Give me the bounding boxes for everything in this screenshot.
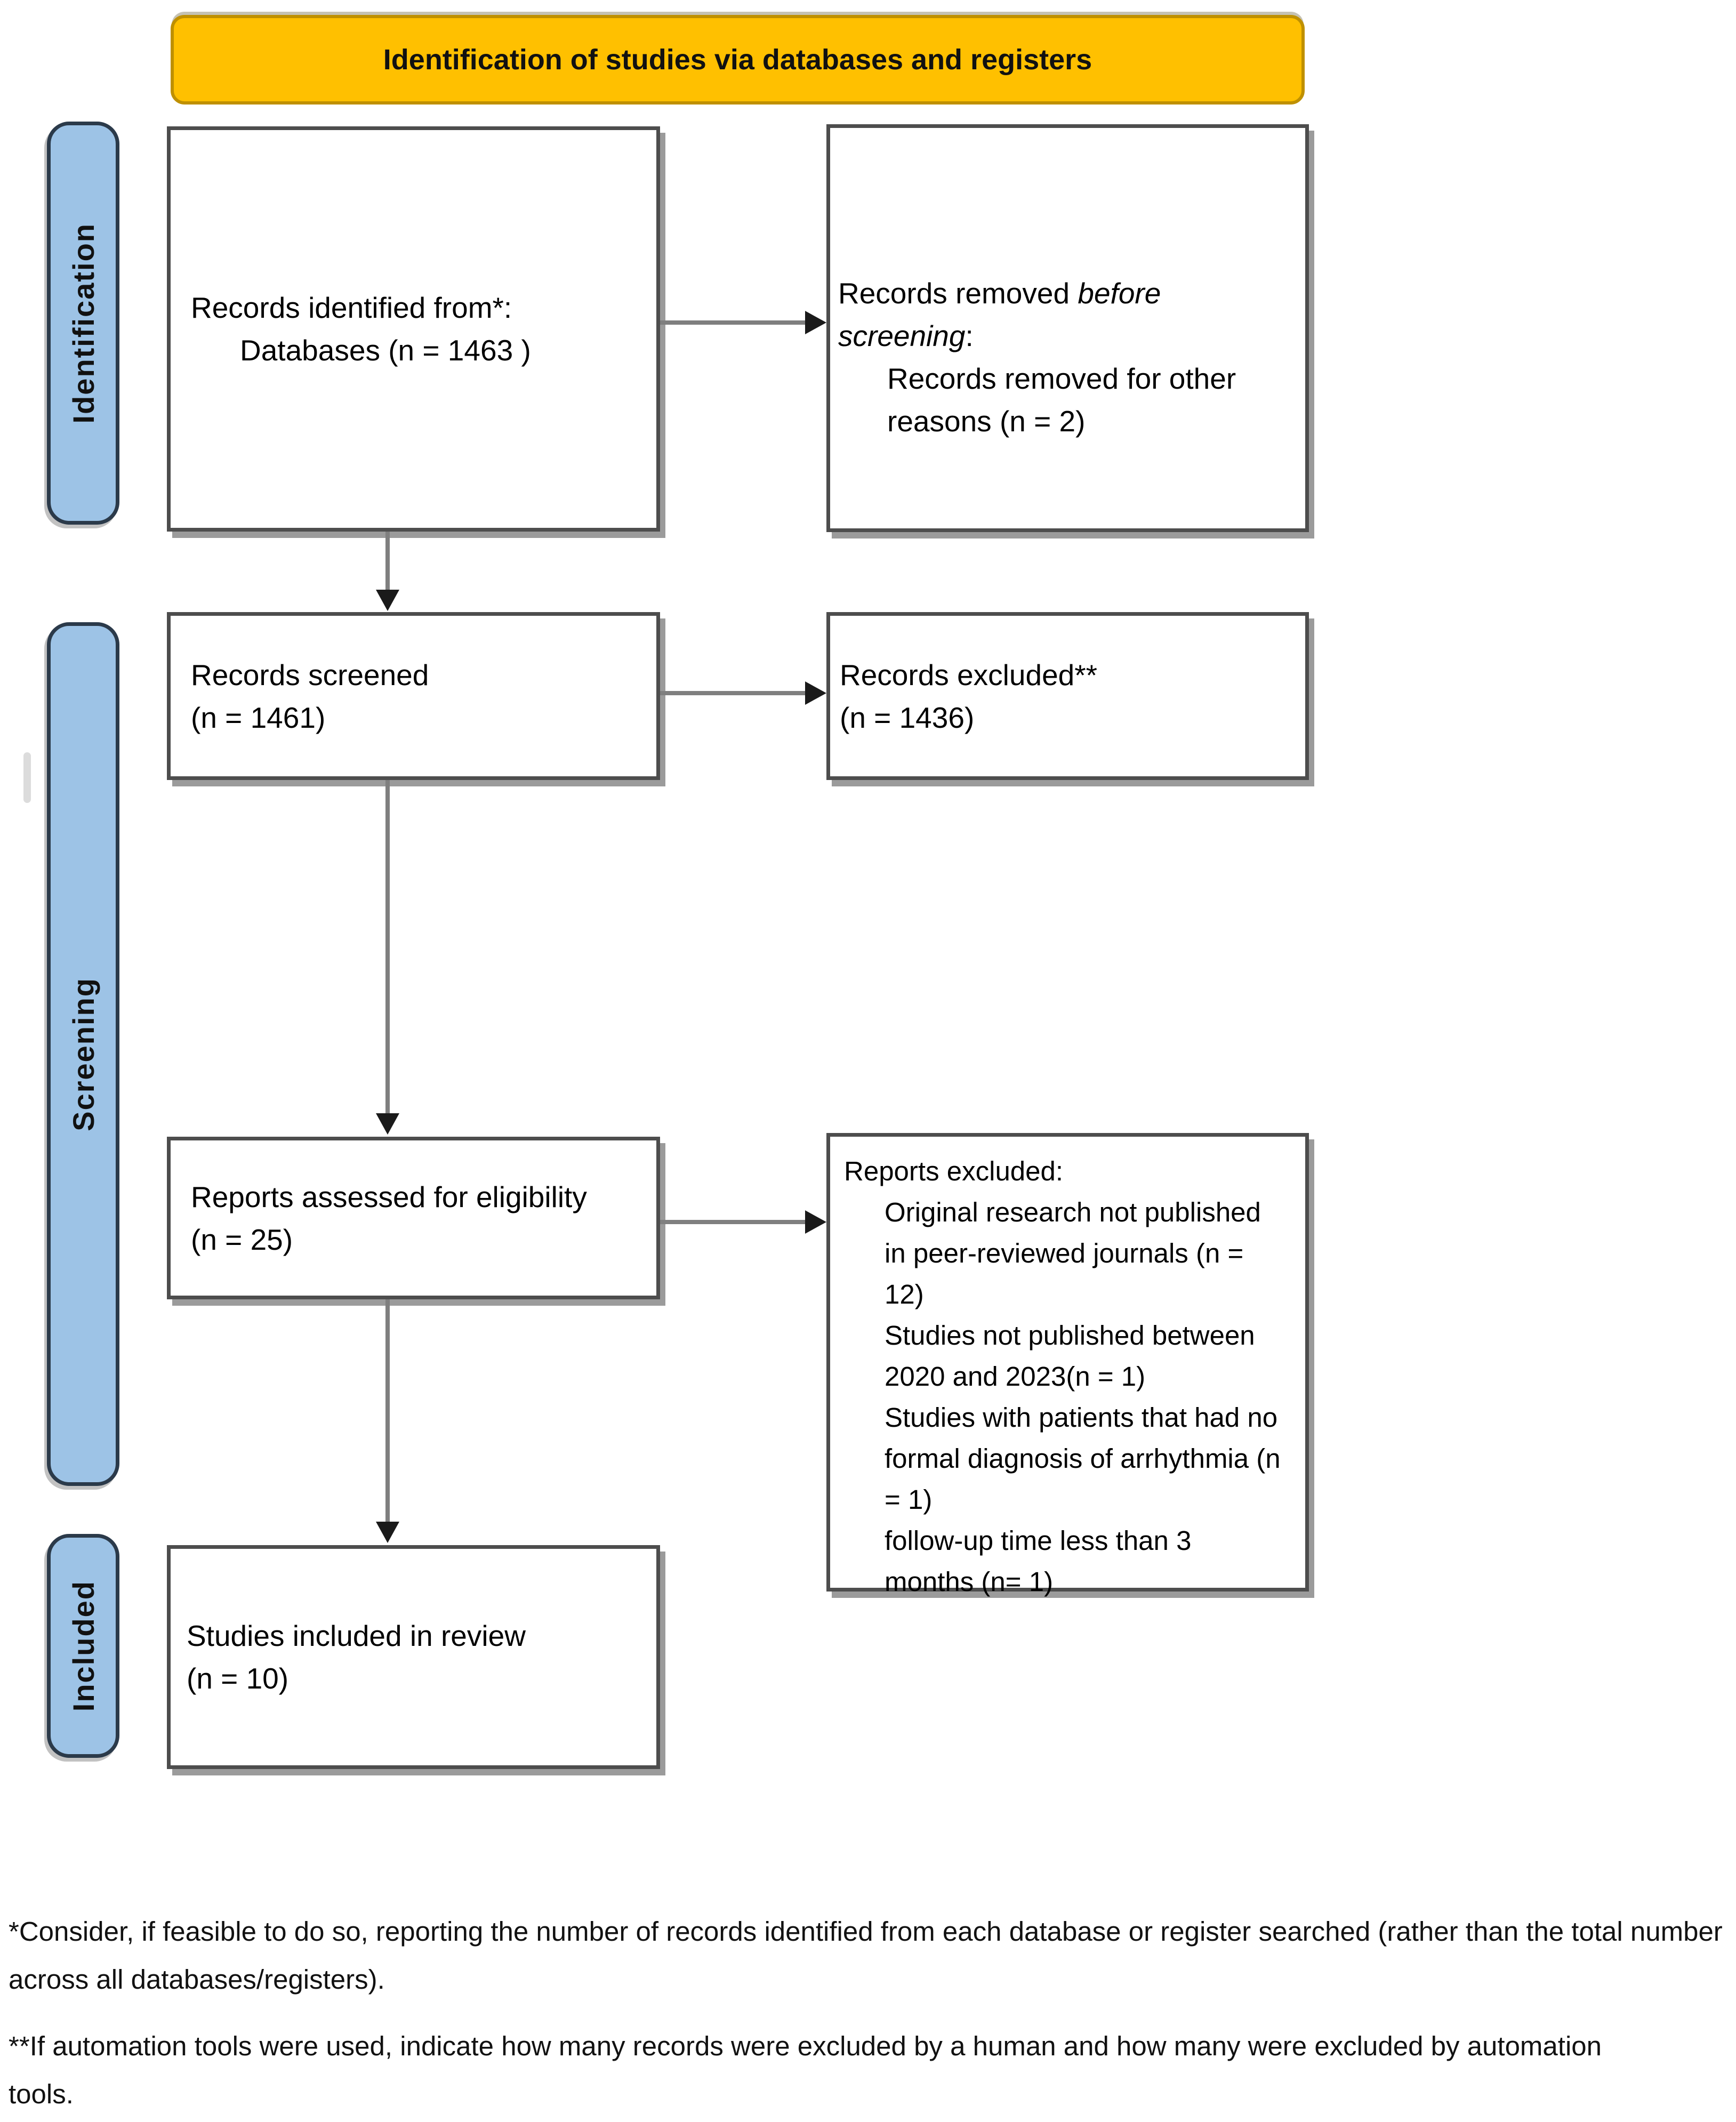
reports-assessed-text: Reports assessed for eligibility xyxy=(191,1180,587,1213)
records-screened-text: Records screened xyxy=(191,658,429,692)
arrow-line xyxy=(385,780,390,1115)
reports-excluded-reason-line: formal diagnosis of arrhythmia (n xyxy=(885,1443,1281,1474)
stage-included-label: Included xyxy=(66,1580,100,1712)
arrow-head-icon xyxy=(376,590,399,611)
records-removed-reason-count: reasons (n = 2) xyxy=(887,405,1086,438)
arrow-line xyxy=(660,691,807,695)
box-records-removed: Records removed before screening: Record… xyxy=(826,124,1309,532)
reports-assessed-count: (n = 25) xyxy=(191,1223,293,1256)
reports-excluded-reason-line: months (n= 1) xyxy=(885,1566,1054,1597)
reports-excluded-reason-line: = 1) xyxy=(885,1484,933,1515)
box-reports-assessed: Reports assessed for eligibility (n = 25… xyxy=(167,1137,660,1299)
footnote-automation: **If automation tools were used, indicat… xyxy=(9,2031,1602,2109)
arrow-head-icon xyxy=(805,681,826,705)
stage-included: Included xyxy=(47,1534,119,1758)
arrow-line xyxy=(385,532,390,593)
arrow-line xyxy=(385,1299,390,1524)
records-removed-text-line2: screening: xyxy=(838,319,974,352)
reports-excluded-reason-line: Original research not published xyxy=(885,1197,1261,1227)
records-removed-text-line1: Records removed before xyxy=(838,277,1161,310)
records-excluded-text: Records excluded** xyxy=(840,658,1098,692)
studies-included-text: Studies included in review xyxy=(187,1619,526,1652)
records-removed-reason: Records removed for other xyxy=(887,362,1236,395)
stage-identification-label: Identification xyxy=(66,222,100,424)
reports-excluded-reason-line: in peer-reviewed journals (n = xyxy=(885,1238,1244,1268)
box-records-screened: Records screened (n = 1461) xyxy=(167,612,660,780)
box-records-identified: Records identified from*: Databases (n =… xyxy=(167,126,660,532)
reports-excluded-title: Reports excluded: xyxy=(844,1156,1064,1186)
arrow-head-icon xyxy=(805,1210,826,1234)
records-identified-text: Records identified from*: xyxy=(191,291,512,324)
records-identified-count: Databases (n = 1463 ) xyxy=(240,334,531,367)
box-records-excluded: Records excluded** (n = 1436) xyxy=(826,612,1309,780)
arrow-line xyxy=(660,1220,807,1224)
arrow-head-icon xyxy=(376,1522,399,1543)
reports-excluded-reason-line: 2020 and 2023(n = 1) xyxy=(885,1361,1146,1392)
records-screened-count: (n = 1461) xyxy=(191,701,326,734)
box-studies-included: Studies included in review (n = 10) xyxy=(167,1545,660,1769)
footnote-databases: *Consider, if feasible to do so, reporti… xyxy=(9,1916,1723,1995)
stage-screening: Screening xyxy=(47,622,119,1486)
arrow-head-icon xyxy=(376,1113,399,1135)
box-reports-excluded: Reports excluded: Original research not … xyxy=(826,1133,1309,1597)
arrow-line xyxy=(660,320,807,325)
records-excluded-count: (n = 1436) xyxy=(840,701,975,734)
stage-identification: Identification xyxy=(47,122,119,525)
banner-title: Identification of studies via databases … xyxy=(383,44,1092,76)
reports-excluded-reason-line: Studies with patients that had no xyxy=(885,1402,1278,1433)
reports-excluded-reason-line: 12) xyxy=(885,1279,924,1309)
stage-screening-label: Screening xyxy=(66,977,100,1131)
reports-excluded-reason-line: Studies not published between xyxy=(885,1320,1255,1351)
page-margin-artifact xyxy=(23,752,31,803)
studies-included-count: (n = 10) xyxy=(187,1662,289,1695)
reports-excluded-reason-line: follow-up time less than 3 xyxy=(885,1525,1192,1556)
arrow-head-icon xyxy=(805,311,826,334)
banner: Identification of studies via databases … xyxy=(171,15,1305,105)
